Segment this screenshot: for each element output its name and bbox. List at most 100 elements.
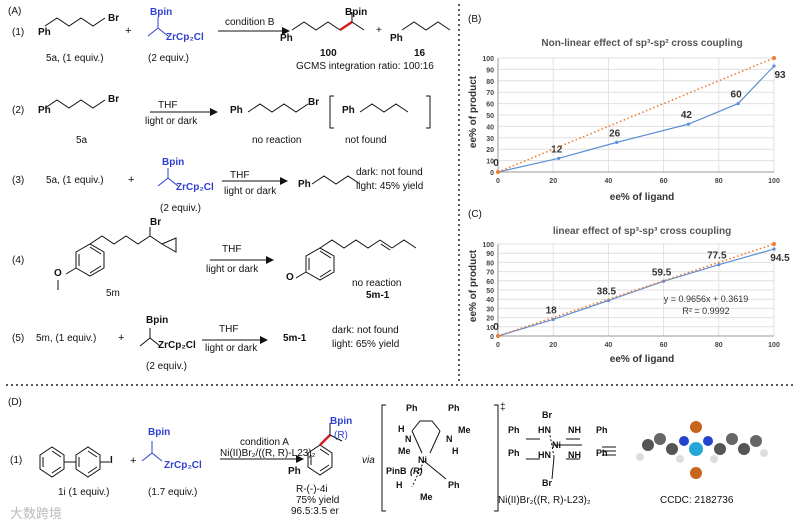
rxn5-result-dark: dark: not found (332, 325, 399, 336)
y-tick-label: 100 (482, 242, 494, 249)
crystal-structure-image (636, 421, 768, 479)
rxnD-cond-bottom: Ni(II)Br₂/((R, R)-L23)₂ (220, 448, 316, 459)
complex-br-top: Br (542, 410, 553, 420)
rxnD-er: 96.5:3.5 er (291, 506, 339, 517)
data-point (496, 170, 500, 174)
x-tick-label: 20 (549, 178, 557, 185)
rxn1-ph: Ph (38, 27, 51, 38)
rxnD-iodo: I (110, 455, 113, 466)
rxn5-result-light: light: 65% yield (332, 339, 400, 350)
data-label: 0 (493, 158, 499, 169)
x-tick-label: 40 (605, 178, 613, 185)
rxn2-number: (2) (12, 105, 25, 116)
rxnD-product-ph: Ph (288, 466, 301, 477)
ts-pinb: PinB (386, 466, 407, 476)
rxnD-structures (39, 404, 768, 512)
rxn1-zr-equiv: (2 equiv.) (148, 53, 189, 64)
y-tick-label: 80 (486, 79, 494, 86)
rxnD-substrate-label: 1i (1 equiv.) (58, 487, 110, 498)
data-point (736, 102, 740, 106)
rxn1-product-bpin: Bpin (345, 7, 368, 18)
y-tick-label: 90 (486, 251, 494, 258)
ts-me-bottom: Me (420, 492, 433, 502)
ccdc-label: CCDC: 2182736 (660, 495, 734, 506)
rxnD-product-bpin: Bpin (330, 416, 353, 427)
rxn2-product-br: Br (308, 97, 320, 108)
complex-ph-4: Ph (596, 448, 608, 458)
data-point (615, 140, 619, 144)
rxn5-substrate-label: 5m, (1 equiv.) (36, 333, 97, 344)
data-label: 0 (493, 322, 499, 333)
rxn3-cond-top: THF (230, 170, 250, 181)
rxnD-bpin: Bpin (148, 427, 171, 438)
data-point (606, 298, 610, 303)
complex-ph-3: Ph (596, 425, 608, 435)
rxn1-zr: ZrCp₂Cl (166, 32, 204, 43)
y-tick-label: 40 (486, 124, 494, 131)
chart-annotation-r2: R² = 0.9992 (682, 306, 729, 316)
rxn4-o: O (54, 268, 62, 279)
y-tick-label: 30 (486, 136, 494, 143)
y-tick-label: 100 (482, 56, 494, 63)
panel-label-a: (A) (8, 6, 22, 17)
ts-ph-bottom: Ph (448, 480, 460, 490)
y-tick-label: 10 (486, 325, 494, 332)
rxn4-cond-top: THF (222, 244, 242, 255)
rxn5-cond-top: THF (219, 324, 239, 335)
rxn3-substrate-label: 5a, (1 equiv.) (46, 175, 104, 186)
chart-annotation-eq: y = 0.9656x + 0.3619 (664, 294, 749, 304)
rxn1-gcms-ratio: GCMS integration ratio: 100:16 (296, 61, 434, 72)
data-point (496, 334, 500, 338)
ts-me-left: Me (398, 446, 411, 456)
rxn4-cond-bottom: light or dark (206, 264, 259, 275)
x-tick-label: 0 (496, 178, 500, 185)
y-tick-label: 10 (486, 159, 494, 166)
chart-title: Non-linear effect of sp³-sp² cross coupl… (541, 38, 742, 49)
y-tick-label: 0 (490, 334, 494, 341)
rxn5-structures (139, 328, 268, 347)
chart-ylabel: ee% of product (468, 249, 479, 322)
y-tick-label: 80 (486, 260, 494, 267)
data-label: 12 (551, 144, 563, 155)
rxn4-product-id: 5m-1 (366, 290, 390, 301)
data-point (717, 263, 721, 267)
y-tick-label: 60 (486, 102, 494, 109)
series-line-1 (497, 243, 775, 337)
rxn5-cond-bottom: light or dark (205, 343, 258, 354)
rxn1-structures (44, 12, 451, 37)
series-line-0 (497, 248, 775, 337)
chart-linear: linear effect of sp³-sp³ cross coupling … (468, 226, 790, 365)
data-label: 42 (681, 110, 693, 121)
chart-xlabel: ee% of ligand (610, 192, 674, 203)
x-tick-label: 60 (660, 342, 668, 349)
rxn1-ratio-main: 100 (320, 48, 337, 59)
complex-hn-1: HN (538, 425, 551, 435)
ts-h-bottom: H (396, 480, 403, 490)
ts-h-left: H (398, 424, 405, 434)
rxn3-zr: ZrCp₂Cl (176, 182, 214, 193)
data-label: 59.5 (652, 267, 672, 278)
data-point (772, 247, 776, 251)
y-tick-label: 20 (486, 316, 494, 323)
data-point (686, 122, 691, 126)
x-tick-label: 100 (768, 178, 780, 185)
y-tick-label: 60 (486, 279, 494, 286)
complex-hn-2: HN (538, 450, 551, 460)
y-tick-label: 20 (486, 147, 494, 154)
ts-ph-right: Ph (448, 403, 460, 413)
y-tick-label: 50 (486, 113, 494, 120)
rxn2-alt-ph: Ph (342, 105, 355, 116)
y-tick-label: 0 (490, 170, 494, 177)
data-point (662, 279, 666, 283)
rxn1-plus: + (125, 25, 132, 37)
x-tick-label: 100 (768, 342, 780, 349)
rxn3-structures (157, 168, 361, 187)
rxn2-ph: Ph (38, 105, 51, 116)
rxn2-product-ph: Ph (230, 105, 243, 116)
rxnD-product-id: R-(-)-4i (296, 484, 328, 495)
chart-xlabel: ee% of ligand (610, 354, 674, 365)
rxn2-structures (44, 95, 431, 129)
rxn5-product: 5m-1 (283, 333, 307, 344)
